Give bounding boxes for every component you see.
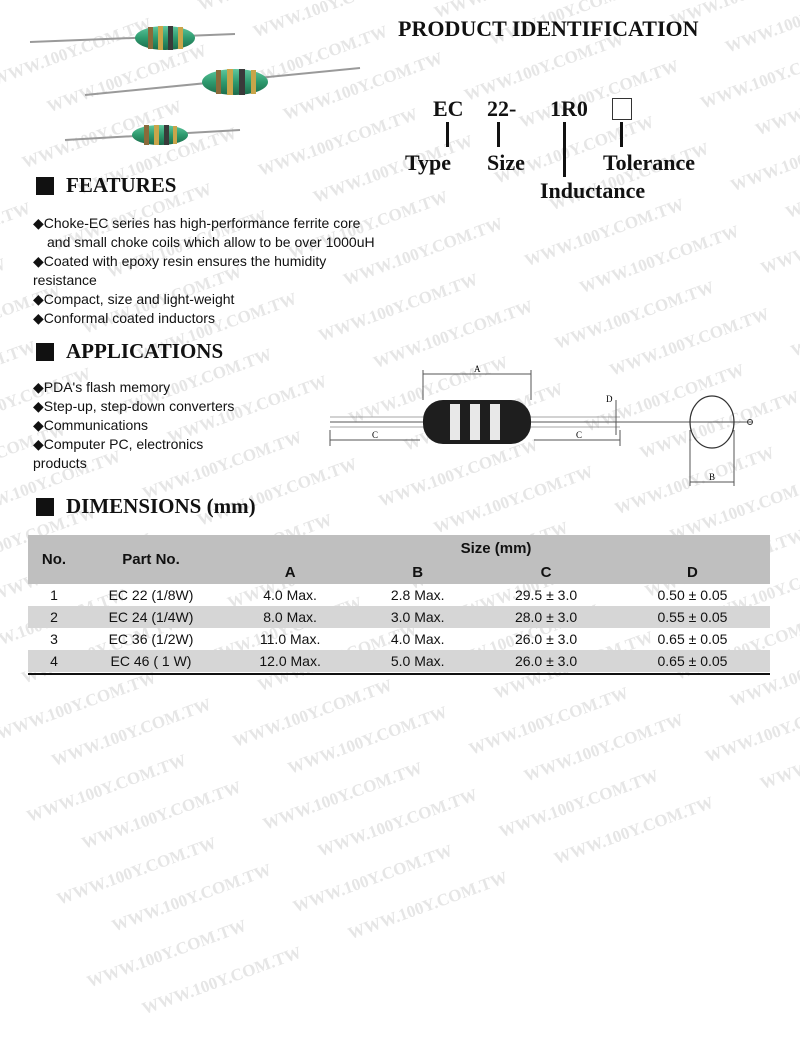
type-label: Type — [405, 150, 452, 175]
row-a: 12.0 Max. — [259, 653, 321, 669]
size-code: 22- — [487, 96, 517, 121]
section-square-icon — [36, 176, 54, 195]
table-row: 1 EC 22 (1/8W) 4.0 Max. 2.8 Max. 29.5 ± … — [28, 584, 770, 606]
row-b: 2.8 Max. — [390, 587, 445, 603]
row-b: 5.0 Max. — [390, 653, 445, 669]
applications-line: ◆Communications — [33, 417, 149, 433]
features-line: ◆Coated with epoxy resin ensures the hum… — [33, 253, 327, 269]
row-no: 3 — [50, 631, 58, 647]
dimensions-table: No. Part No. Size (mm) A B C D 1 EC 22 (… — [28, 535, 770, 672]
section-square-icon — [36, 342, 54, 361]
row-part: EC 24 (1/4W) — [108, 609, 194, 625]
table-row: 4 EC 46 ( 1 W) 12.0 Max. 5.0 Max. 26.0 ±… — [28, 650, 770, 672]
applications-title: APPLICATIONS — [66, 339, 224, 363]
header-part-no: Part No. — [122, 551, 180, 568]
features-line: resistance — [33, 272, 97, 288]
header-d: D — [687, 563, 698, 581]
features-heading: FEATURES — [36, 173, 176, 198]
dim-b-label: B — [709, 472, 715, 482]
row-a: 4.0 Max. — [263, 587, 317, 603]
dim-d-label: D — [606, 394, 613, 404]
size-label: Size — [487, 150, 525, 175]
row-no: 1 — [50, 587, 58, 603]
tolerance-label: Tolerance — [603, 150, 696, 175]
features-line: ◆Choke-EC series has high-performance fe… — [33, 215, 361, 231]
applications-line: ◆Step-up, step-down converters — [33, 398, 235, 414]
inductor-photos — [29, 26, 361, 145]
dim-a-label: A — [474, 364, 481, 374]
product-identification-title: PRODUCT IDENTIFICATION — [398, 16, 699, 41]
dim-c-left-label: C — [372, 430, 378, 440]
row-a: 11.0 Max. — [259, 631, 321, 647]
header-size: Size (mm) — [460, 539, 532, 557]
row-d: 0.55 ± 0.05 — [657, 609, 728, 625]
dimension-diagram: A C C D B — [329, 364, 753, 486]
row-no: 4 — [50, 653, 58, 669]
row-a: 8.0 Max. — [263, 609, 317, 625]
row-part: EC 36 (1/2W) — [108, 631, 194, 647]
row-b: 4.0 Max. — [390, 631, 445, 647]
header-c: C — [540, 563, 552, 581]
applications-line: products — [33, 455, 87, 471]
tolerance-pointer — [620, 122, 623, 147]
table-row: 2 EC 24 (1/4W) 8.0 Max. 3.0 Max. 28.0 ± … — [28, 606, 770, 628]
features-line: and small choke coils which allow to be … — [47, 234, 375, 250]
inductance-pointer — [563, 122, 566, 177]
row-d: 0.65 ± 0.05 — [657, 631, 728, 647]
row-d: 0.50 ± 0.05 — [657, 587, 728, 603]
tolerance-box — [612, 98, 632, 120]
applications-heading: APPLICATIONS — [36, 339, 223, 364]
features-line: ◆Compact, size and light-weight — [33, 291, 235, 307]
row-c: 28.0 ± 3.0 — [514, 609, 578, 625]
dimensions-title: DIMENSIONS (mm) — [66, 494, 256, 518]
row-c: 26.0 ± 3.0 — [514, 631, 578, 647]
inductor-photo-2 — [84, 67, 361, 96]
header-no: No. — [41, 551, 67, 568]
dim-c-right-label: C — [576, 430, 582, 440]
dimensions-heading: DIMENSIONS (mm) — [36, 494, 256, 519]
header-a: A — [284, 563, 296, 581]
inductor-photo-1 — [29, 26, 236, 50]
table-bottom-rule — [28, 673, 770, 675]
inductor-photo-3 — [64, 125, 241, 145]
features-line: ◆Conformal coated inductors — [33, 310, 215, 326]
table-row: 3 EC 36 (1/2W) 11.0 Max. 4.0 Max. 26.0 ±… — [28, 628, 770, 650]
row-d: 0.65 ± 0.05 — [657, 653, 728, 669]
inductance-code: 1R0 — [550, 96, 588, 121]
row-part: EC 22 (1/8W) — [108, 587, 194, 603]
type-pointer — [446, 122, 449, 147]
size-pointer — [497, 122, 500, 147]
row-c: 29.5 ± 3.0 — [514, 587, 578, 603]
applications-line: ◆PDA's flash memory — [33, 379, 171, 395]
header-b: B — [412, 563, 424, 581]
row-part: EC 46 ( 1 W) — [110, 653, 192, 669]
row-no: 2 — [50, 609, 58, 625]
type-code: EC — [433, 96, 464, 121]
features-list: ◆Choke-EC series has high-performance fe… — [33, 214, 375, 328]
row-c: 26.0 ± 3.0 — [514, 653, 578, 669]
applications-list: ◆PDA's flash memory ◆Step-up, step-down … — [33, 378, 234, 473]
row-b: 3.0 Max. — [390, 609, 445, 625]
applications-line: ◆Computer PC, electronics — [33, 436, 204, 452]
section-square-icon — [36, 497, 54, 516]
inductance-label: Inductance — [540, 178, 646, 203]
features-title: FEATURES — [66, 173, 177, 197]
